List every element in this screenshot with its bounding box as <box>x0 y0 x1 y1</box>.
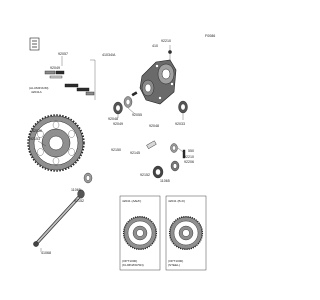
rear-axle-part <box>33 194 82 247</box>
label-92210: 92210 <box>161 39 171 43</box>
label-92048b: 92048 <box>149 124 159 128</box>
label-11065: 11065 <box>160 179 170 183</box>
label-92150: 92150 <box>111 148 121 152</box>
sprocket-option-a <box>122 215 158 251</box>
label-92048: 92048 <box>108 117 118 121</box>
label-92057: 92057 <box>58 52 68 56</box>
washer-92210b <box>170 143 178 153</box>
label-92153: 92153 <box>30 137 40 141</box>
opt-a-line1: (OPT1000) <box>122 259 137 263</box>
diagram-canvas: F0086 92057 92049 (ALUMINIUM) 42041A <box>27 34 215 271</box>
nut-92152 <box>152 165 164 179</box>
option-box-b: 42041 (B-D) (OPT1000) (STEEL) <box>165 195 207 271</box>
label-92145: 92145 <box>130 151 140 155</box>
bearing-92048 <box>113 101 123 115</box>
label-92055: 92055 <box>132 113 142 117</box>
label-41068: 41068 <box>41 251 51 255</box>
label-92206: 92206 <box>184 160 194 164</box>
opt-b-line2: (STEEL) <box>168 263 180 267</box>
label-41034: 41034/A <box>102 53 116 57</box>
seal-92206 <box>170 160 180 172</box>
label-11065b: 11065 <box>71 188 81 192</box>
bearing-92048b <box>178 100 188 114</box>
label-42041b: 42041 (B-D) <box>168 199 185 203</box>
hub-bolt-part <box>168 50 172 54</box>
label-92152: 92152 <box>140 173 150 177</box>
opt-a-line2: (KL/MN/FR/SN) <box>122 263 144 267</box>
axle-nut-11065b <box>83 172 93 184</box>
aluminium-note-1: (ALUMINIUM) <box>29 86 48 90</box>
kawasaki-box-logo-icon <box>29 37 40 51</box>
exploded-parts-diagram: F0086 92057 92049 (ALUMINIUM) 42041A <box>27 34 216 271</box>
axle-collar-92152b <box>77 189 85 199</box>
bolt-550 <box>182 149 186 159</box>
label-410: 410 <box>152 44 158 48</box>
chain-adjuster-group: 92057 92049 <box>44 52 95 96</box>
label-42041a: 42041 (A/E/F) <box>122 199 141 203</box>
option-box-a: 42041 (A/E/F) (OPT1000) (KL/MN/FR/SN) <box>119 195 161 271</box>
label-92210b: 92210 <box>184 155 194 159</box>
rear-sprocket-main <box>27 114 85 172</box>
sprocket-option-b <box>168 215 204 251</box>
rear-hub-part <box>139 59 177 105</box>
label-550: 550 <box>188 149 194 153</box>
seal-92055 <box>123 96 133 108</box>
spacer-92150 <box>131 91 138 97</box>
collar-part <box>146 140 157 150</box>
figure-code: F0086 <box>205 34 215 38</box>
label-42036: 42036 <box>32 129 42 133</box>
aluminium-note-2: 42041A <box>31 90 43 94</box>
label-92033: 92033 <box>175 122 185 126</box>
label-92152b: 92152 <box>74 199 84 203</box>
label-92049b: 92049 <box>113 122 123 126</box>
opt-b-line1: (OPT1000) <box>168 259 183 263</box>
label-92049: 92049 <box>50 66 60 70</box>
bolt-set-part <box>44 70 95 96</box>
